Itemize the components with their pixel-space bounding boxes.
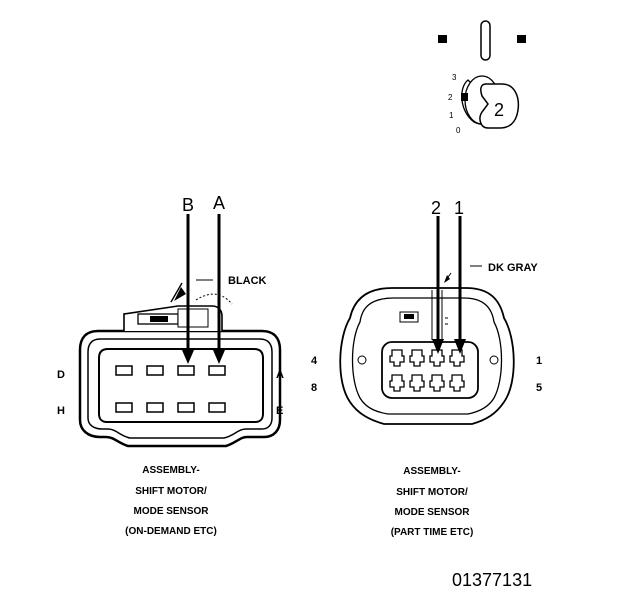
left-connector: B A BLACK D H A E ASSEMBLY- SHIFT MOTOR/…	[57, 193, 284, 537]
left-caption: ASSEMBLY- SHIFT MOTOR/ MODE SENSOR (ON-D…	[125, 465, 217, 537]
right-caption: ASSEMBLY- SHIFT MOTOR/ MODE SENSOR (PART…	[391, 466, 474, 538]
left-pin-label-e: E	[276, 405, 283, 417]
svg-text:(ON-DEMAND ETC): (ON-DEMAND ETC)	[125, 526, 217, 537]
left-arrows	[186, 214, 221, 354]
svg-text:ASSEMBLY-: ASSEMBLY-	[403, 466, 460, 477]
right-arrow-label-2: 2	[431, 198, 441, 218]
left-arrow-label-a: A	[213, 193, 225, 213]
svg-text:MODE SENSOR: MODE SENSOR	[133, 506, 209, 517]
key-number: 2	[494, 100, 504, 120]
right-pin-label-5: 5	[536, 382, 542, 394]
left-arrow-label-b: B	[182, 195, 194, 215]
figure-number: 01377131	[452, 570, 532, 590]
arrow-head-1	[454, 339, 466, 354]
arrow-head-a	[213, 350, 225, 364]
right-arrow-label-1: 1	[454, 198, 464, 218]
right-arrows	[436, 216, 462, 343]
left-pin-label-h: H	[57, 405, 65, 417]
key-position-1: 1	[449, 111, 454, 120]
left-pin-cavities	[115, 365, 226, 413]
svg-text:SHIFT MOTOR/: SHIFT MOTOR/	[135, 486, 207, 497]
right-pin-label-8: 8	[311, 382, 317, 394]
arrow-head-2	[432, 339, 444, 354]
left-pin-label-a: A	[276, 369, 284, 381]
right-pin-cavities	[389, 349, 465, 392]
right-wire-label: DK GRAY	[488, 262, 538, 274]
arrow-head-b	[182, 350, 194, 364]
key-position-3: 3	[452, 73, 457, 82]
key-view-icon: 3 2 1 0 2	[438, 20, 526, 135]
right-connector: 2 1 DK GRAY 4 8 1 5 ASSEMBLY- SHIFT MOTO…	[311, 198, 542, 538]
right-pin-label-1: 1	[536, 355, 542, 367]
svg-text:ASSEMBLY-: ASSEMBLY-	[142, 465, 199, 476]
svg-text:(PART TIME ETC): (PART TIME ETC)	[391, 527, 474, 538]
left-wire-label: BLACK	[228, 275, 267, 287]
right-pin-label-4: 4	[311, 355, 318, 367]
svg-text:SHIFT MOTOR/: SHIFT MOTOR/	[396, 487, 468, 498]
svg-text:MODE SENSOR: MODE SENSOR	[394, 507, 470, 518]
key-position-0: 0	[456, 126, 461, 135]
left-pin-label-d: D	[57, 369, 65, 381]
key-position-2: 2	[448, 93, 453, 102]
